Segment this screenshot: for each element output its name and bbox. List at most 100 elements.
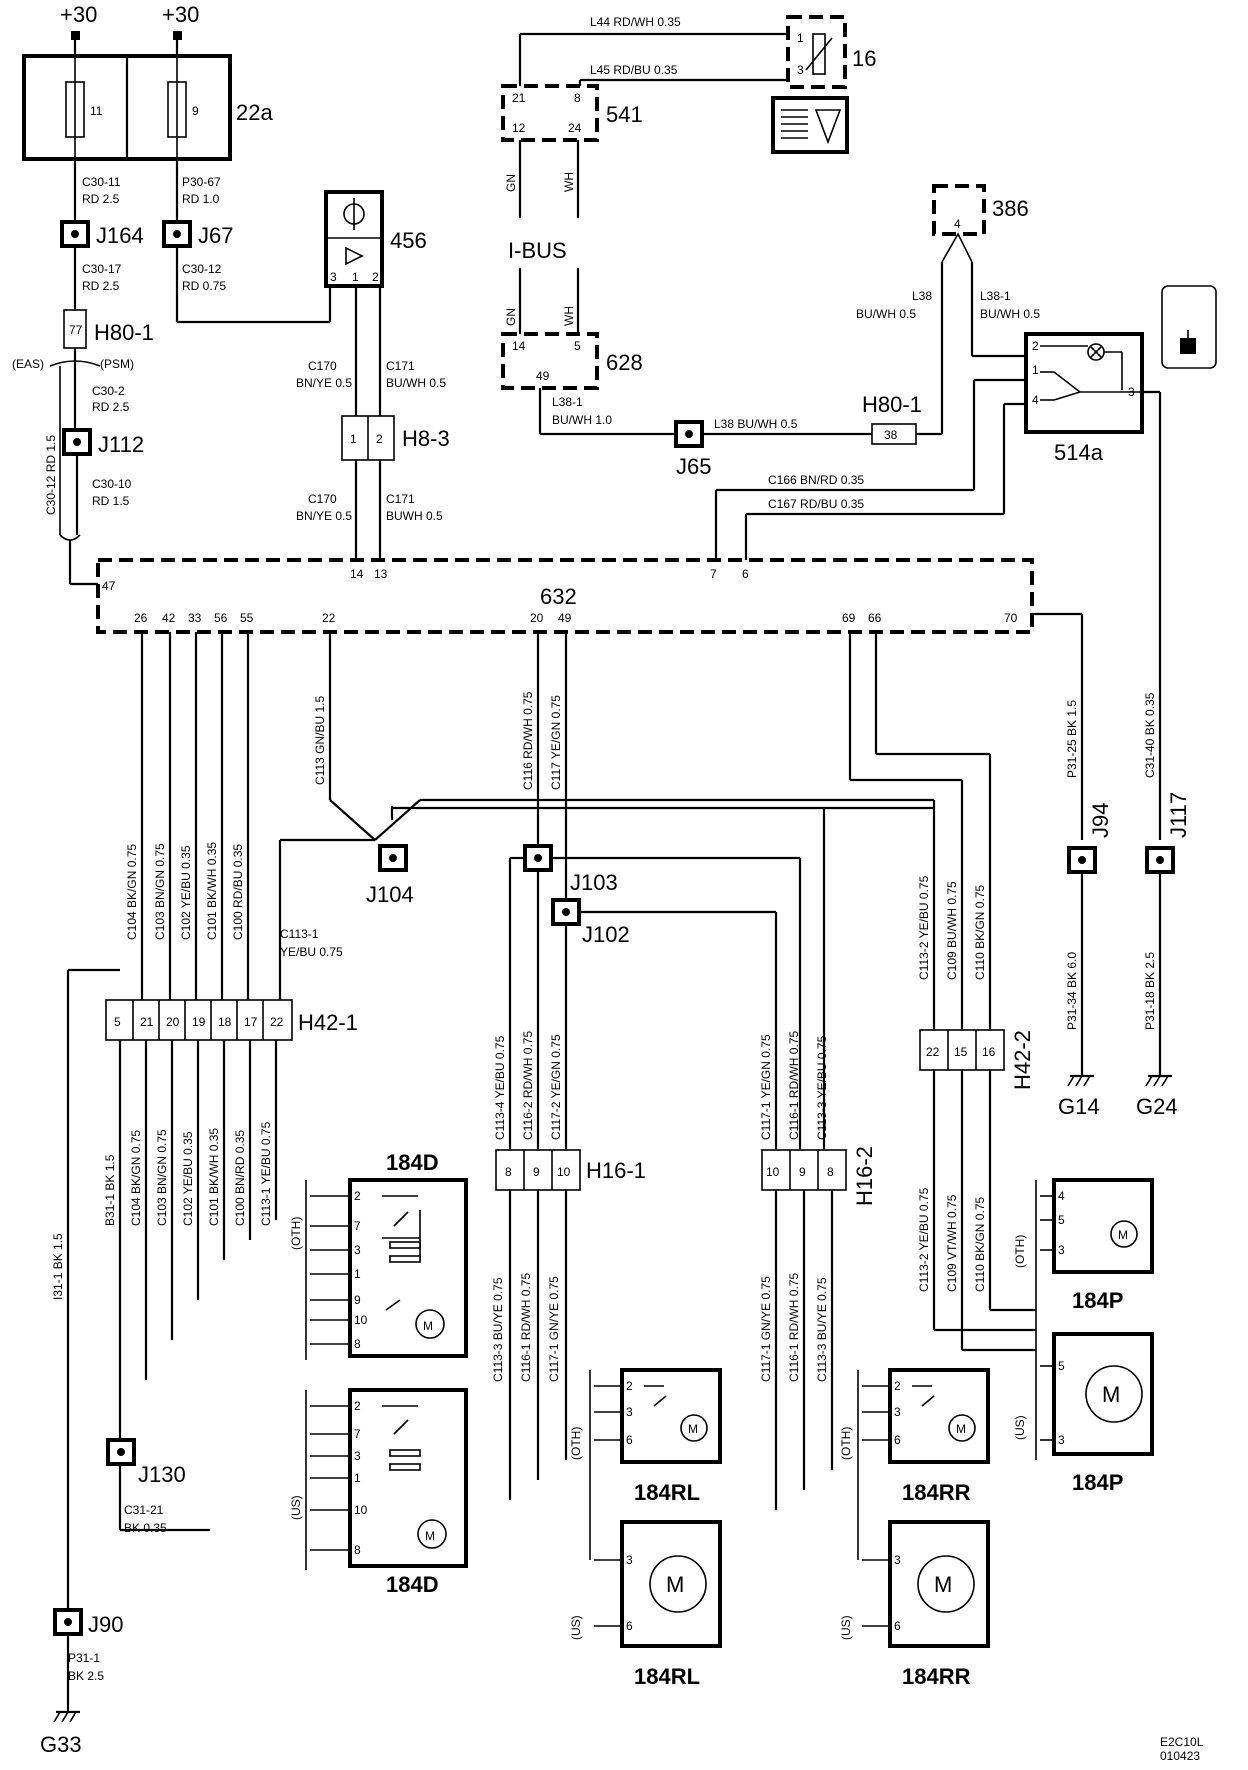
connector-h80-1-label: H80-1 xyxy=(94,320,154,345)
joint-j112-label: J112 xyxy=(98,432,144,457)
m632-pin-7: 7 xyxy=(710,567,717,581)
h42-1-pin-21: 21 xyxy=(140,1015,154,1029)
wire-c116-2: C116-2 RD/WH 0.75 xyxy=(521,1031,535,1140)
wire-c31-21-spec: BK 0.35 xyxy=(124,1521,167,1535)
wire-c30-12-vertical: C30-12 RD 1.5 xyxy=(44,435,58,515)
rr_us_pins-pin-3: 3 xyxy=(894,1553,901,1567)
module-456: 456 3 1 2 xyxy=(324,190,427,416)
connector-h16: 8 9 10 H16-1 10 9 8 H16-2 xyxy=(495,1146,877,1206)
m632-pin-47: 47 xyxy=(102,579,116,593)
rl_us_pins-pin-6: 6 xyxy=(626,1619,633,1633)
wire-c30-17: C30-17 xyxy=(82,262,122,276)
wire-l38-bus: L38 BU/WH 0.5 xyxy=(714,417,798,431)
m632-pin-33: 33 xyxy=(188,611,202,625)
wire-c166: C166 BN/RD 0.35 xyxy=(768,473,864,487)
left-feed-chain: C30-11 RD 2.5 P30-67 RD 1.0 J164 J67 C30… xyxy=(12,159,330,586)
h42-2-pin-15: 15 xyxy=(954,1045,968,1059)
m456-pin-1: 1 xyxy=(352,270,359,284)
variant-oth-184d: (OTH) xyxy=(289,1217,303,1250)
wire-c117-2: C117-2 YE/GN 0.75 xyxy=(549,1034,563,1140)
h16-1-pin-8: 8 xyxy=(505,1165,512,1179)
d_oth_pins-pin-7: 7 xyxy=(354,1219,361,1233)
h16-2-pin-10: 10 xyxy=(766,1165,780,1179)
p_us_pins-pin-3: 3 xyxy=(1058,1433,1065,1447)
wire-c170-spec: BN/YE 0.5 xyxy=(296,376,352,390)
joint-j117-label: J117 xyxy=(1166,792,1191,838)
wire-c170b-spec: BN/YE 0.5 xyxy=(296,509,352,523)
wire-c117: C117 YE/GN 0.75 xyxy=(549,695,563,790)
motor-184rl-us: 184RL (US) 36 M xyxy=(569,1520,722,1689)
h42-2-pin-16: 16 xyxy=(982,1045,996,1059)
ibus-section: L44 RD/WH 0.35 L45 RD/BU 0.35 1 3 16 21 … xyxy=(501,15,944,479)
motor-184rr-oth-label: 184RR xyxy=(902,1480,971,1505)
seat-heater-icon xyxy=(1161,285,1217,369)
d_oth_pins-pin-2: 2 xyxy=(354,1189,361,1203)
variant-oth-184rr: (OTH) xyxy=(839,1427,853,1460)
wire-c100: C100 RD/BU 0.35 xyxy=(231,844,245,940)
wire-c171-spec: BU/WH 0.5 xyxy=(386,376,446,390)
variant-psm: (PSM) xyxy=(100,357,134,371)
motor-184d-us-label: 184D xyxy=(386,1572,439,1597)
module-16-label: 16 xyxy=(852,46,876,71)
rr_us_pins-pin-6: 6 xyxy=(894,1619,901,1633)
wire-c30-2: C30-2 xyxy=(92,384,125,398)
wire-c113-3b: C113-3 BU/YE 0.75 xyxy=(491,1277,505,1382)
wire-c170: C170 xyxy=(308,359,337,373)
motor-m-label: M xyxy=(1102,1382,1120,1407)
wire-c113: C113 GN/BU 1.5 xyxy=(313,696,327,785)
h16-2-pin-9: 9 xyxy=(799,1165,806,1179)
m386-pin-4: 4 xyxy=(954,217,961,231)
supply-label-left: +30 xyxy=(60,2,97,27)
wire-c171b-spec: BUWH 0.5 xyxy=(386,509,443,523)
wire-c116-1c: C116-1 RD/WH 0.75 xyxy=(787,1273,801,1382)
h42-1-pin-20: 20 xyxy=(166,1015,180,1029)
supply-label-right: +30 xyxy=(162,2,199,27)
wire-c113-2: C113-2 YE/BU 0.75 xyxy=(917,875,931,980)
module-386 xyxy=(932,184,986,236)
h42-1-pin-18: 18 xyxy=(218,1015,232,1029)
footer-code-1: E2C10L xyxy=(1160,1735,1204,1749)
wire-p31-25: P31-25 BK 1.5 xyxy=(1065,700,1079,778)
connector-h8-3: C170 BN/YE 0.5 C171 BU/WH 0.5 1 2 H8-3 C… xyxy=(296,359,450,560)
m632-pin-20: 20 xyxy=(530,611,544,625)
wire-c113-1-spec: YE/BU 0.75 xyxy=(280,945,343,959)
wire-c101: C101 BK/WH 0.35 xyxy=(205,842,219,940)
wire-c171b: C171 xyxy=(386,492,415,506)
module-386-514a: 4 386 L38 BU/WH 0.5 L38-1 BU/WH 0.5 2 1 … xyxy=(714,184,1217,840)
connector-h42-2-label: H42-2 xyxy=(1010,1030,1035,1090)
variant-us-184rl: (US) xyxy=(569,1615,583,1640)
p_us_pins-pin-5: 5 xyxy=(1058,1359,1065,1373)
wire-c116-1b: C116-1 RD/WH 0.75 xyxy=(519,1273,533,1382)
p_oth_pins-pin-5: 5 xyxy=(1058,1213,1065,1227)
module-628 xyxy=(501,332,599,390)
m456-pin-3: 3 xyxy=(330,270,337,284)
d_us_pins-pin-1: 1 xyxy=(354,1471,361,1485)
motor-m-label: M xyxy=(666,1572,684,1597)
wire-c113-1: C113-1 xyxy=(280,927,319,941)
wire-c103: C103 BN/GN 0.75 xyxy=(153,843,167,940)
module-514a-label: 514a xyxy=(1054,440,1104,465)
d_oth_pins-pin-1: 1 xyxy=(354,1267,361,1281)
wire-c30-10-spec: RD 1.5 xyxy=(92,494,130,508)
wire-wh-top: WH xyxy=(562,172,576,192)
joint-j67-label: J67 xyxy=(198,223,233,248)
wire-c113-3: C113-3 YE/BU 0.75 xyxy=(815,1035,829,1140)
variant-eas: (EAS) xyxy=(12,357,44,371)
m456-pin-2: 2 xyxy=(372,270,379,284)
wire-c104b: C104 BK/GN 0.75 xyxy=(129,1130,143,1226)
h16-1-pin-9: 9 xyxy=(533,1165,540,1179)
motor-m-label: M xyxy=(934,1572,952,1597)
motor-icon xyxy=(1110,1220,1138,1248)
ground-g14: G14 xyxy=(1058,1094,1100,1119)
wire-p31-34: P31-34 BK 6.0 xyxy=(1065,952,1079,1030)
ground-g24: G24 xyxy=(1136,1094,1178,1119)
connector-h42-1-label: H42-1 xyxy=(298,1010,358,1035)
m632-pin-14: 14 xyxy=(350,567,364,581)
joint-j90-label: J90 xyxy=(88,1612,123,1637)
variant-us-184rr: (US) xyxy=(839,1615,853,1640)
wire-c30-11-spec: RD 2.5 xyxy=(82,192,120,206)
